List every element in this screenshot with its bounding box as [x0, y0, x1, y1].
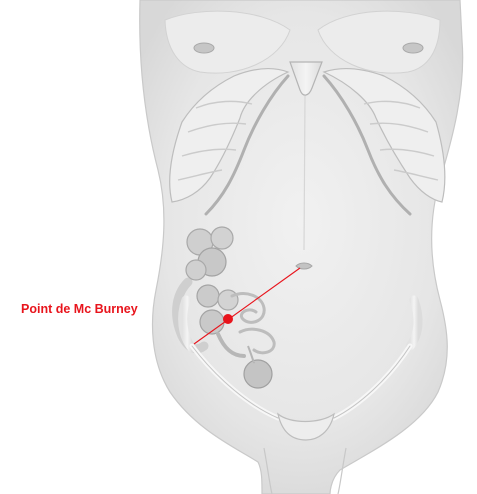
cecum	[200, 310, 224, 334]
colon-haustra-5	[197, 285, 219, 307]
mcburney-point-label: Point de Mc Burney	[21, 302, 138, 316]
colon-haustra-6	[218, 290, 238, 310]
bladder	[244, 360, 272, 388]
colon-haustra-2	[211, 227, 233, 249]
mcburney-point-marker	[223, 314, 233, 324]
colon-haustra-4	[186, 260, 206, 280]
navel	[296, 263, 312, 269]
left-nipple	[194, 43, 214, 53]
right-nipple	[403, 43, 423, 53]
